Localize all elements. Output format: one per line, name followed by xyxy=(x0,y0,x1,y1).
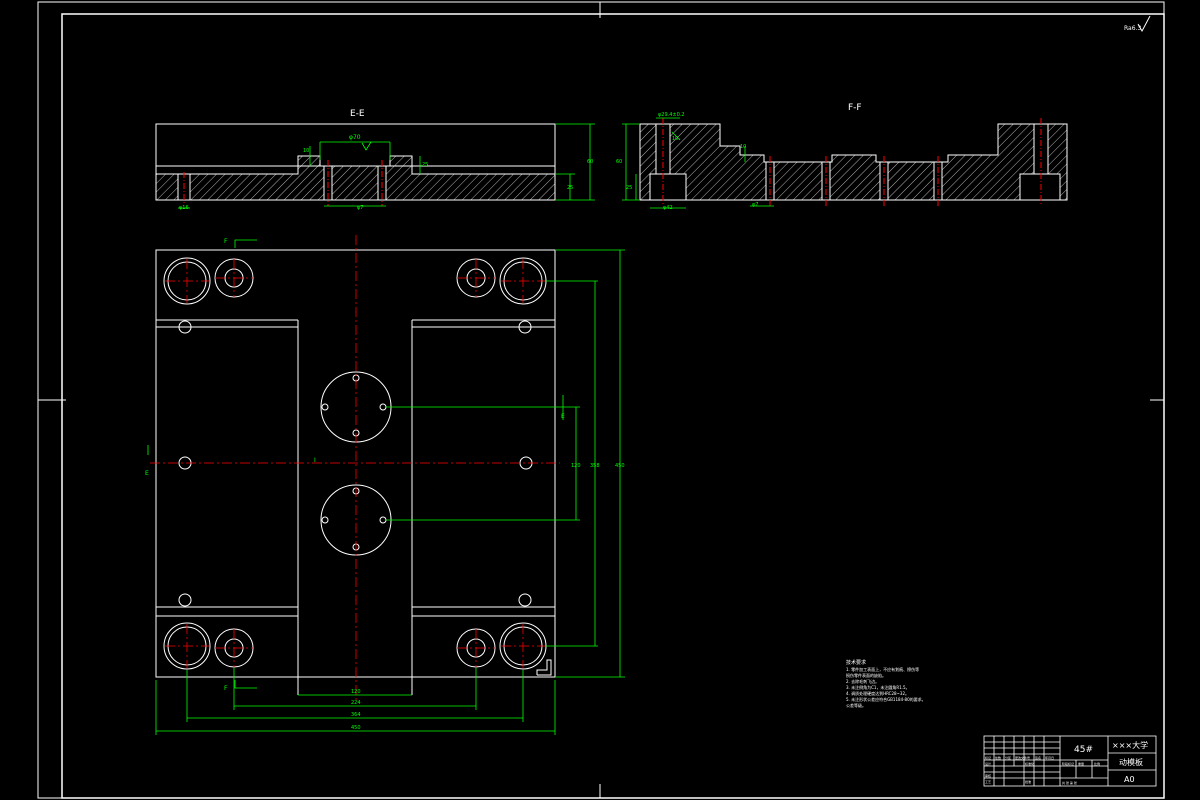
technical-notes: 技术要求 1. 零件加工表面上，不应有划痕、擦伤等 损伤零件表面的缺陷。 2. … xyxy=(846,659,926,708)
mark-i: I xyxy=(314,457,316,464)
section-ff-title: F-F xyxy=(848,103,862,113)
plan-centerlines xyxy=(150,235,560,700)
dim-plan-horiz-450: 450 xyxy=(351,725,361,731)
ee-surface-finish-icon xyxy=(361,141,372,151)
title-process-label: 工艺 xyxy=(985,779,991,784)
dim-ff-step: 10 xyxy=(740,144,746,150)
section-ff-dimensions xyxy=(622,117,774,209)
title-std-label: 标准化 xyxy=(1025,761,1034,766)
title-zone-label: 分区 xyxy=(1005,755,1011,760)
inner-frame xyxy=(61,13,1165,799)
section-ee-view xyxy=(155,123,556,206)
section-mark-f-bottom: F xyxy=(224,685,228,692)
notes-heading: 技术要求 xyxy=(846,659,866,666)
surface-finish-text: Ra6.3 xyxy=(1124,25,1141,32)
title-material: 45# xyxy=(1074,745,1093,755)
plan-view xyxy=(155,249,556,695)
title-weight-label: 重量 xyxy=(1078,761,1084,766)
surface-finish-icon xyxy=(1137,15,1151,33)
outer-frame xyxy=(37,1,1165,799)
notes-line: 2. 去除毛刺飞边。 xyxy=(846,678,879,684)
dim-plan-horiz-364: 364 xyxy=(351,712,361,718)
notes-line: 1. 零件加工表面上，不应有划痕、擦伤等 xyxy=(846,666,919,672)
title-stage-label: 阶段标记 xyxy=(1062,761,1074,766)
dim-ff-depth: 10 xyxy=(672,136,678,142)
title-scale-label: 比例 xyxy=(1094,761,1100,766)
dim-ee-step: 10 xyxy=(303,148,309,154)
title-sheet-size: A0 xyxy=(1124,775,1135,784)
section-ff-view xyxy=(639,118,1068,206)
plan-dimensions xyxy=(155,249,625,735)
dim-ee-right: 25 xyxy=(422,162,428,168)
section-cut-marks xyxy=(147,239,564,689)
dim-ff-height-total: 60 xyxy=(616,159,622,165)
section-ee-title: E-E xyxy=(350,109,365,119)
section-mark-f-top: F xyxy=(224,238,228,245)
title-school: ×××大学 xyxy=(1112,740,1148,750)
dim-ff-hole: φ7 xyxy=(752,202,758,208)
title-change-label: 更改文件号 xyxy=(1015,755,1030,760)
title-part-name: 动模板 xyxy=(1119,757,1143,767)
dim-ff-height-lower: 25 xyxy=(626,185,632,191)
title-review-label: 审核 xyxy=(985,773,991,778)
notes-line: 3. 未注倒角为C1，未注圆角R1.5。 xyxy=(846,684,910,690)
title-sheet-label: 共 张 第 张 xyxy=(1062,780,1077,785)
dim-ee-height-total: 60 xyxy=(587,159,593,165)
title-sign-label: 签名 xyxy=(1035,755,1041,760)
title-block xyxy=(983,735,1157,787)
notes-line: 5. 未注形状公差应符合GB1184-80的要求。 xyxy=(846,696,926,702)
section-ee-dimensions xyxy=(178,123,595,209)
dim-plan-horiz-120: 120 xyxy=(351,689,361,695)
dim-plan-horiz-224: 224 xyxy=(351,700,361,706)
section-mark-e-right: E xyxy=(561,413,565,420)
section-mark-e-left: E xyxy=(145,470,149,477)
dim-ff-top: φ29.4±0.2 xyxy=(658,112,685,118)
dim-ee-small-dia: φ16 xyxy=(179,205,189,211)
dim-ee-height-lower: 25 xyxy=(567,185,573,191)
title-date-label: 年月日 xyxy=(1045,755,1054,760)
notes-line: 损伤零件表面的缺陷。 xyxy=(846,672,886,678)
dim-ee-hole: φ7 xyxy=(357,205,363,211)
dim-plan-vert-120: 120 xyxy=(571,463,581,469)
dim-plan-vert-358: 358 xyxy=(590,463,600,469)
notes-line: 公差等级。 xyxy=(846,702,866,708)
title-approve-label: 批准 xyxy=(1025,779,1031,784)
dim-ee-top-dia: φ70 xyxy=(349,134,361,141)
dim-ff-bottom-dia: φ42 xyxy=(663,205,673,211)
dim-plan-vert-450: 450 xyxy=(615,463,625,469)
title-designer-label: 设计 xyxy=(985,761,991,766)
notes-line: 4. 调质处理硬度达到HRC28~32。 xyxy=(846,690,909,696)
title-count-label: 处数 xyxy=(995,755,1001,760)
title-mark-label: 标记 xyxy=(985,755,991,760)
